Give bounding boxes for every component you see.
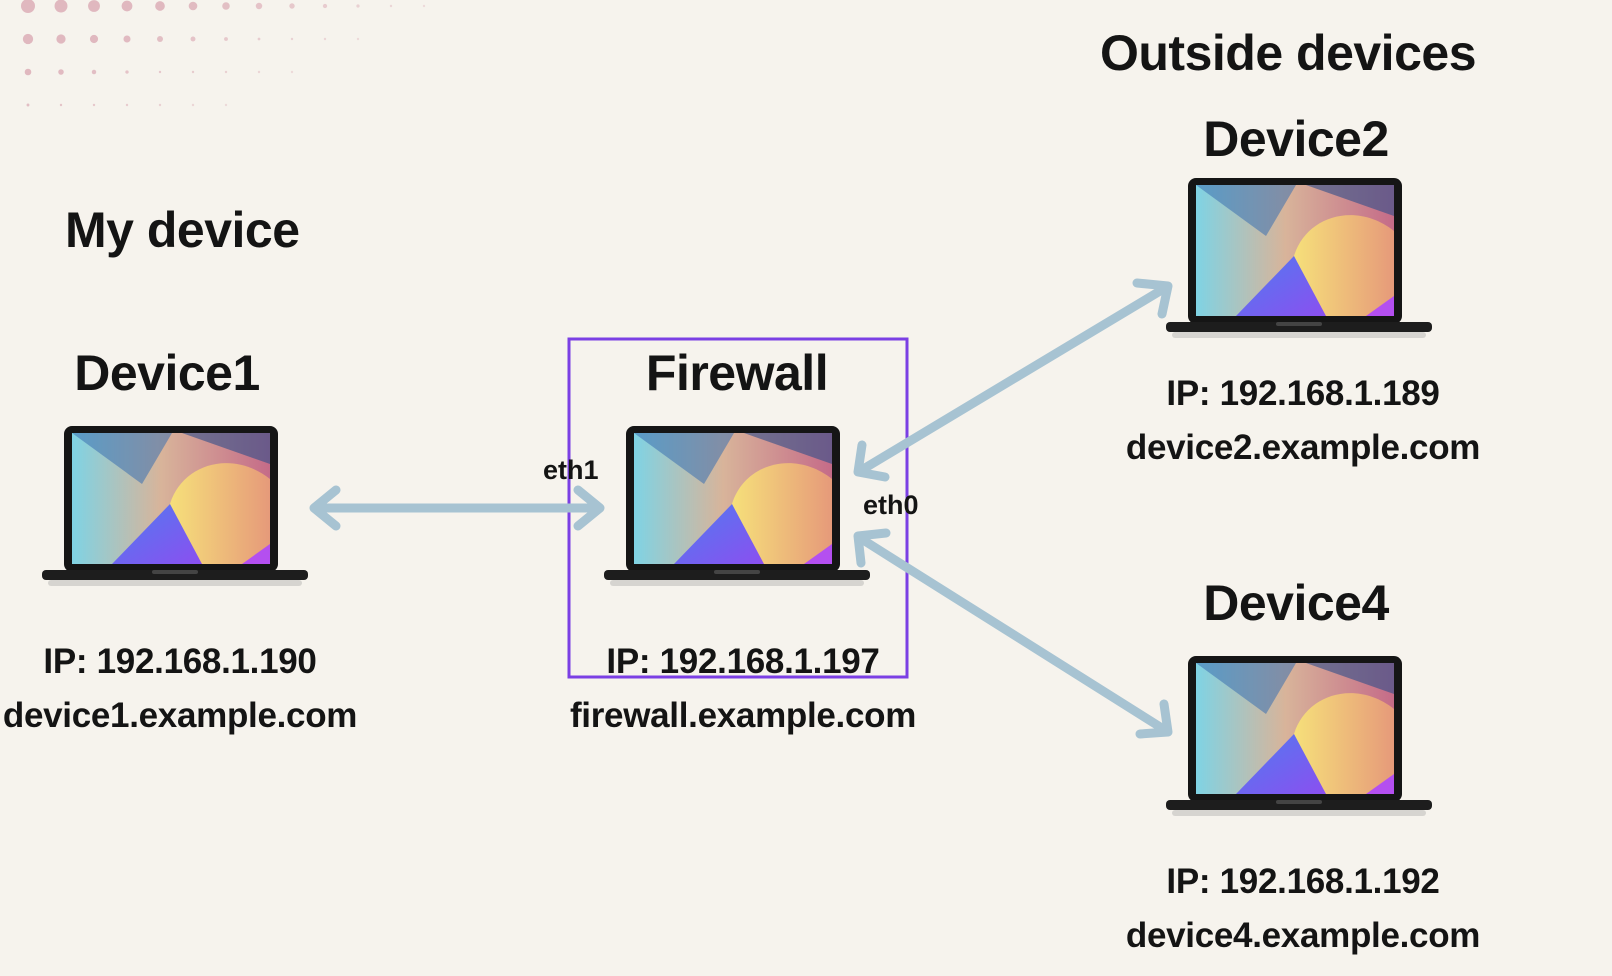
device4-laptop-icon <box>1166 656 1432 816</box>
decorative-dot <box>157 36 163 42</box>
decorative-dot <box>224 37 228 41</box>
firewall-laptop-icon <box>604 426 870 586</box>
decorative-dots <box>21 0 426 107</box>
device1-ip: IP: 192.168.1.190 <box>43 642 317 681</box>
decorative-dot <box>121 0 133 12</box>
arrow-firewall-device4 <box>853 528 1173 739</box>
decorative-dot <box>125 103 129 107</box>
device4-hostname: device4.example.com <box>1125 916 1481 955</box>
device2-ip: IP: 192.168.1.189 <box>1166 374 1440 413</box>
decorative-dot <box>125 70 129 74</box>
device1-hostname: device1.example.com <box>2 696 358 735</box>
decorative-dot <box>89 34 99 44</box>
decorative-dot <box>158 103 162 107</box>
decorative-dot <box>91 69 97 75</box>
outside-devices-heading: Outside devices <box>1100 25 1477 81</box>
decorative-dot <box>158 70 162 74</box>
decorative-dot <box>92 103 96 107</box>
decorative-dot <box>257 37 261 41</box>
decorative-dot <box>21 0 35 13</box>
decorative-dot <box>22 33 34 45</box>
decorative-dot <box>322 3 328 9</box>
firewall-eth0-label: eth0 <box>863 490 919 520</box>
firewall-name: Firewall <box>645 345 829 401</box>
decorative-dot <box>190 36 196 42</box>
arrow-firewall-device2 <box>853 278 1173 482</box>
decorative-dot <box>24 68 32 76</box>
decorative-dot <box>356 4 360 8</box>
decorative-dot <box>58 69 64 75</box>
decorative-dot <box>191 70 195 74</box>
firewall-info: IP: 192.168.1.197 firewall.example.com <box>570 635 916 743</box>
firewall-hostname: firewall.example.com <box>569 696 917 735</box>
decorative-dot <box>54 0 68 13</box>
decorative-dot <box>389 4 393 8</box>
device2-info: IP: 192.168.1.189 device2.example.com <box>1125 367 1481 475</box>
device4-ip: IP: 192.168.1.192 <box>1166 862 1440 901</box>
decorative-dot <box>290 70 294 74</box>
decorative-dot <box>224 70 228 74</box>
firewall-eth1-label: eth1 <box>543 455 599 485</box>
decorative-dot <box>290 37 294 41</box>
connection-arrows <box>309 278 1173 739</box>
device2-name: Device2 <box>1203 111 1389 167</box>
decorative-dot <box>26 103 30 107</box>
arrow-device1-firewall <box>309 485 605 531</box>
decorative-dot <box>191 103 195 107</box>
device1-laptop-icon <box>42 426 308 586</box>
decorative-dot <box>155 1 165 11</box>
decorative-dot <box>289 3 295 9</box>
device4-name: Device4 <box>1203 575 1389 631</box>
device2-laptop-icon <box>1166 178 1432 338</box>
decorative-dot <box>123 35 131 43</box>
device2-hostname: device2.example.com <box>1125 428 1481 467</box>
decorative-dot <box>88 0 100 12</box>
decorative-dot <box>255 2 263 10</box>
decorative-dot <box>422 4 426 8</box>
device1-info: IP: 192.168.1.190 device1.example.com <box>2 635 358 743</box>
firewall-ip: IP: 192.168.1.197 <box>606 642 880 681</box>
decorative-dot <box>224 103 228 107</box>
decorative-dot <box>56 34 66 44</box>
decorative-dot <box>59 103 63 107</box>
decorative-dot <box>356 37 360 41</box>
decorative-dot <box>257 70 261 74</box>
device1-name: Device1 <box>74 345 260 401</box>
device4-info: IP: 192.168.1.192 device4.example.com <box>1125 855 1481 963</box>
decorative-dot <box>222 2 230 10</box>
decorative-dot <box>323 37 327 41</box>
decorative-dot <box>188 1 198 11</box>
my-device-heading: My device <box>65 202 300 258</box>
